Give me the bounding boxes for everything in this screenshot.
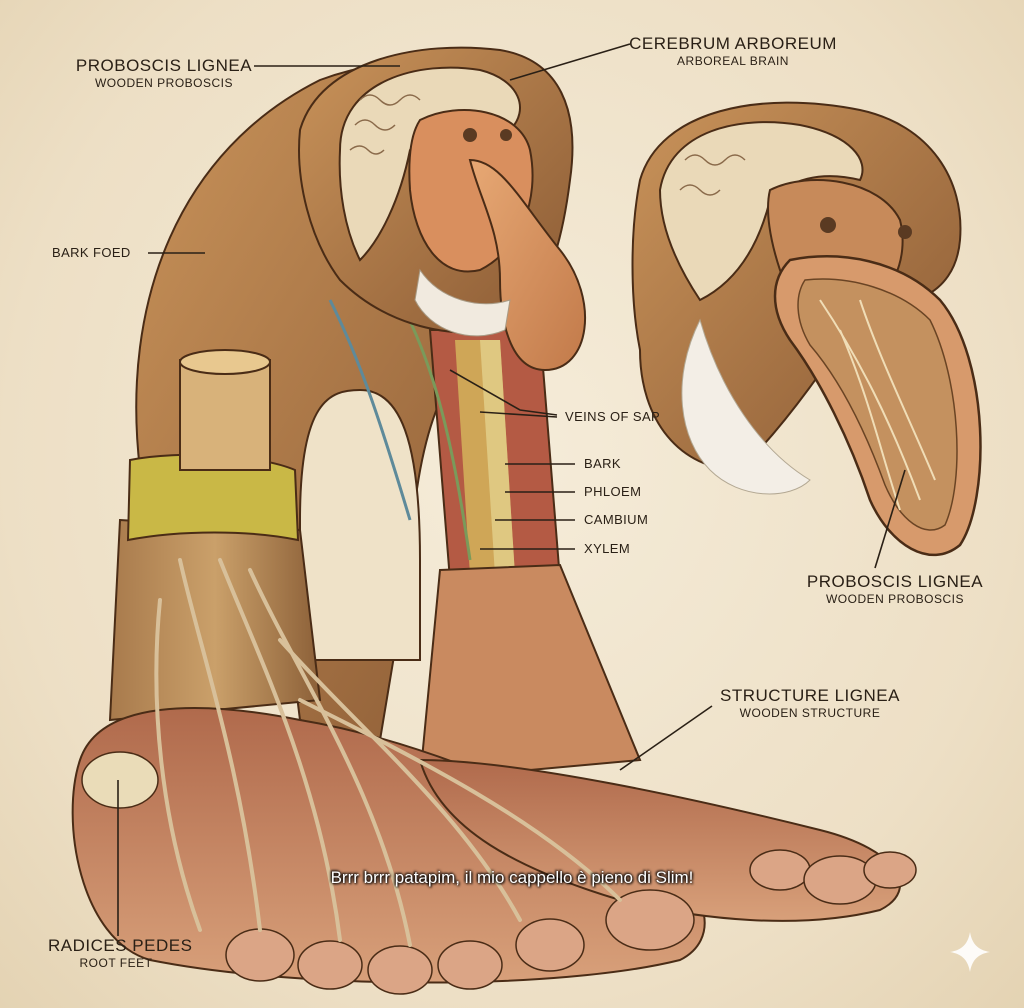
label-phloem: PHLOEM	[584, 484, 642, 499]
leader-lines	[117, 43, 906, 936]
label-radices-sub: ROOT FEET	[79, 956, 153, 970]
label-proboscis-top-main: PROBOSCIS LIGNEA	[75, 56, 253, 75]
label-veins: VEINS OF SAP	[565, 409, 661, 424]
label-proboscis-right-main: PROBOSCIS LIGNEA	[806, 572, 984, 591]
label-xylem: XYLEM	[584, 541, 631, 556]
sparkle-icon	[950, 932, 990, 972]
label-radices-main: RADICES PEDES	[48, 936, 193, 955]
label-structure: STRUCTURE LIGNEA WOODEN STRUCTURE	[710, 686, 910, 720]
detail-head	[631, 101, 982, 557]
label-structure-main: STRUCTURE LIGNEA	[720, 686, 900, 705]
caption-text: Brrr brrr patapim, il mio cappello è pie…	[330, 868, 694, 887]
main-head	[298, 46, 587, 372]
label-proboscis-top-sub: WOODEN PROBOSCIS	[94, 76, 233, 90]
label-cambium: CAMBIUM	[584, 512, 649, 527]
label-radices: RADICES PEDES ROOT FEET	[48, 936, 192, 970]
label-proboscis-right-sub: WOODEN PROBOSCIS	[825, 592, 964, 606]
label-structure-sub: WOODEN STRUCTURE	[739, 706, 881, 720]
label-cerebrum-sub: ARBOREAL BRAIN	[677, 54, 789, 68]
label-bark: BARK	[584, 456, 622, 471]
label-proboscis-top: PROBOSCIS LIGNEA WOODEN PROBOSCIS	[64, 56, 264, 90]
label-cerebrum: CEREBRUM ARBOREUM ARBOREAL BRAIN	[628, 34, 838, 68]
label-cerebrum-main: CEREBRUM ARBOREUM	[629, 34, 837, 53]
label-proboscis-right: PROBOSCIS LIGNEA WOODEN PROBOSCIS	[795, 572, 995, 606]
label-bark-foed: BARK FOED	[52, 245, 131, 260]
